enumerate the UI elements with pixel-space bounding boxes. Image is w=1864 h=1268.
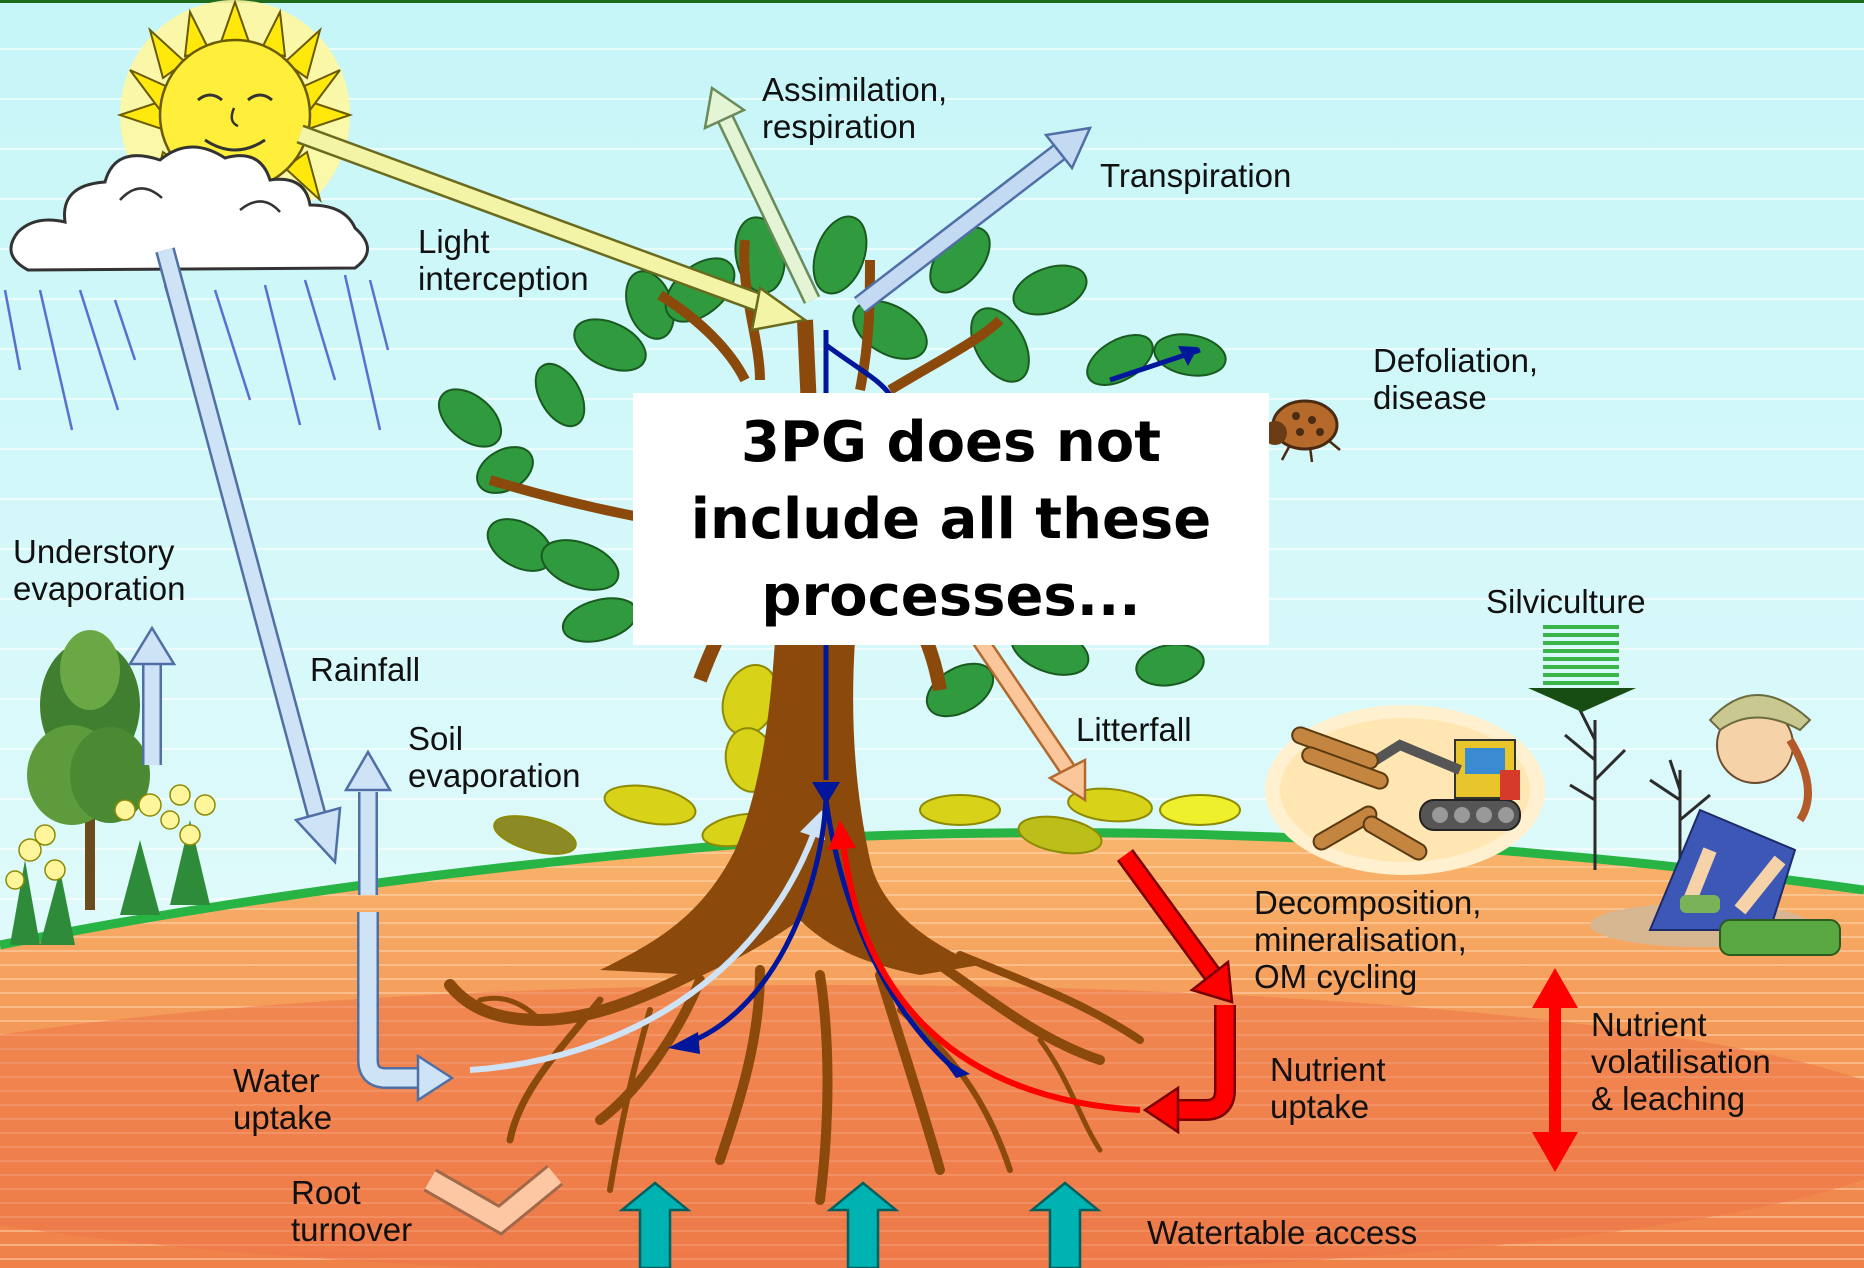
label-litterfall: Litterfall: [1076, 711, 1192, 748]
decomposition-arrow: [1116, 849, 1234, 1004]
root-turnover-arrow: [423, 1164, 564, 1236]
label-assimilation: Assimilation,respiration: [762, 71, 948, 145]
litter-leaves: [493, 664, 1241, 855]
assimilation-arrow: [703, 85, 821, 304]
label-rainfall: Rainfall: [310, 651, 421, 688]
cloud-icon: [9, 145, 369, 272]
water-uptake-elbow-arrow: [357, 912, 455, 1103]
water-uptake-curve: [469, 810, 825, 1073]
label-defoliation: Defoliation,disease: [1373, 342, 1539, 416]
rainfall-arrow: [155, 247, 342, 865]
label-transpiration: Transpiration: [1100, 157, 1292, 194]
litterfall-arrow: [972, 634, 1087, 803]
nutrient-uptake-curve: [828, 820, 1141, 1113]
label-watertable-access: Watertable access: [1147, 1214, 1418, 1251]
harvester-icon: [1265, 705, 1545, 875]
understory-tree-icon: [27, 630, 150, 910]
label-decomposition: Decomposition,mineralisation,OM cycling: [1254, 884, 1482, 995]
flowers-icon: [5, 784, 216, 945]
tree-roots: [444, 951, 1144, 1205]
nutrient-leaching-arrow: [1532, 968, 1578, 1172]
understory-evaporation-arrow: [127, 625, 177, 765]
soil-evaporation-arrow: [343, 749, 393, 895]
silviculture-arrow: [1528, 625, 1636, 712]
nutrient-uptake-elbow-arrow: [1142, 1005, 1236, 1135]
seedlings-icon: [1564, 709, 1711, 890]
watertable-arrows: [618, 1181, 1102, 1268]
beetle-icon: [1263, 399, 1341, 463]
carbon-arrowheads: [668, 346, 1198, 1078]
transpiration-arrow: [853, 126, 1093, 313]
gardener-icon: [1590, 694, 1841, 956]
label-silviculture: Silviculture: [1486, 583, 1646, 620]
light-interception-arrow: [296, 124, 809, 332]
